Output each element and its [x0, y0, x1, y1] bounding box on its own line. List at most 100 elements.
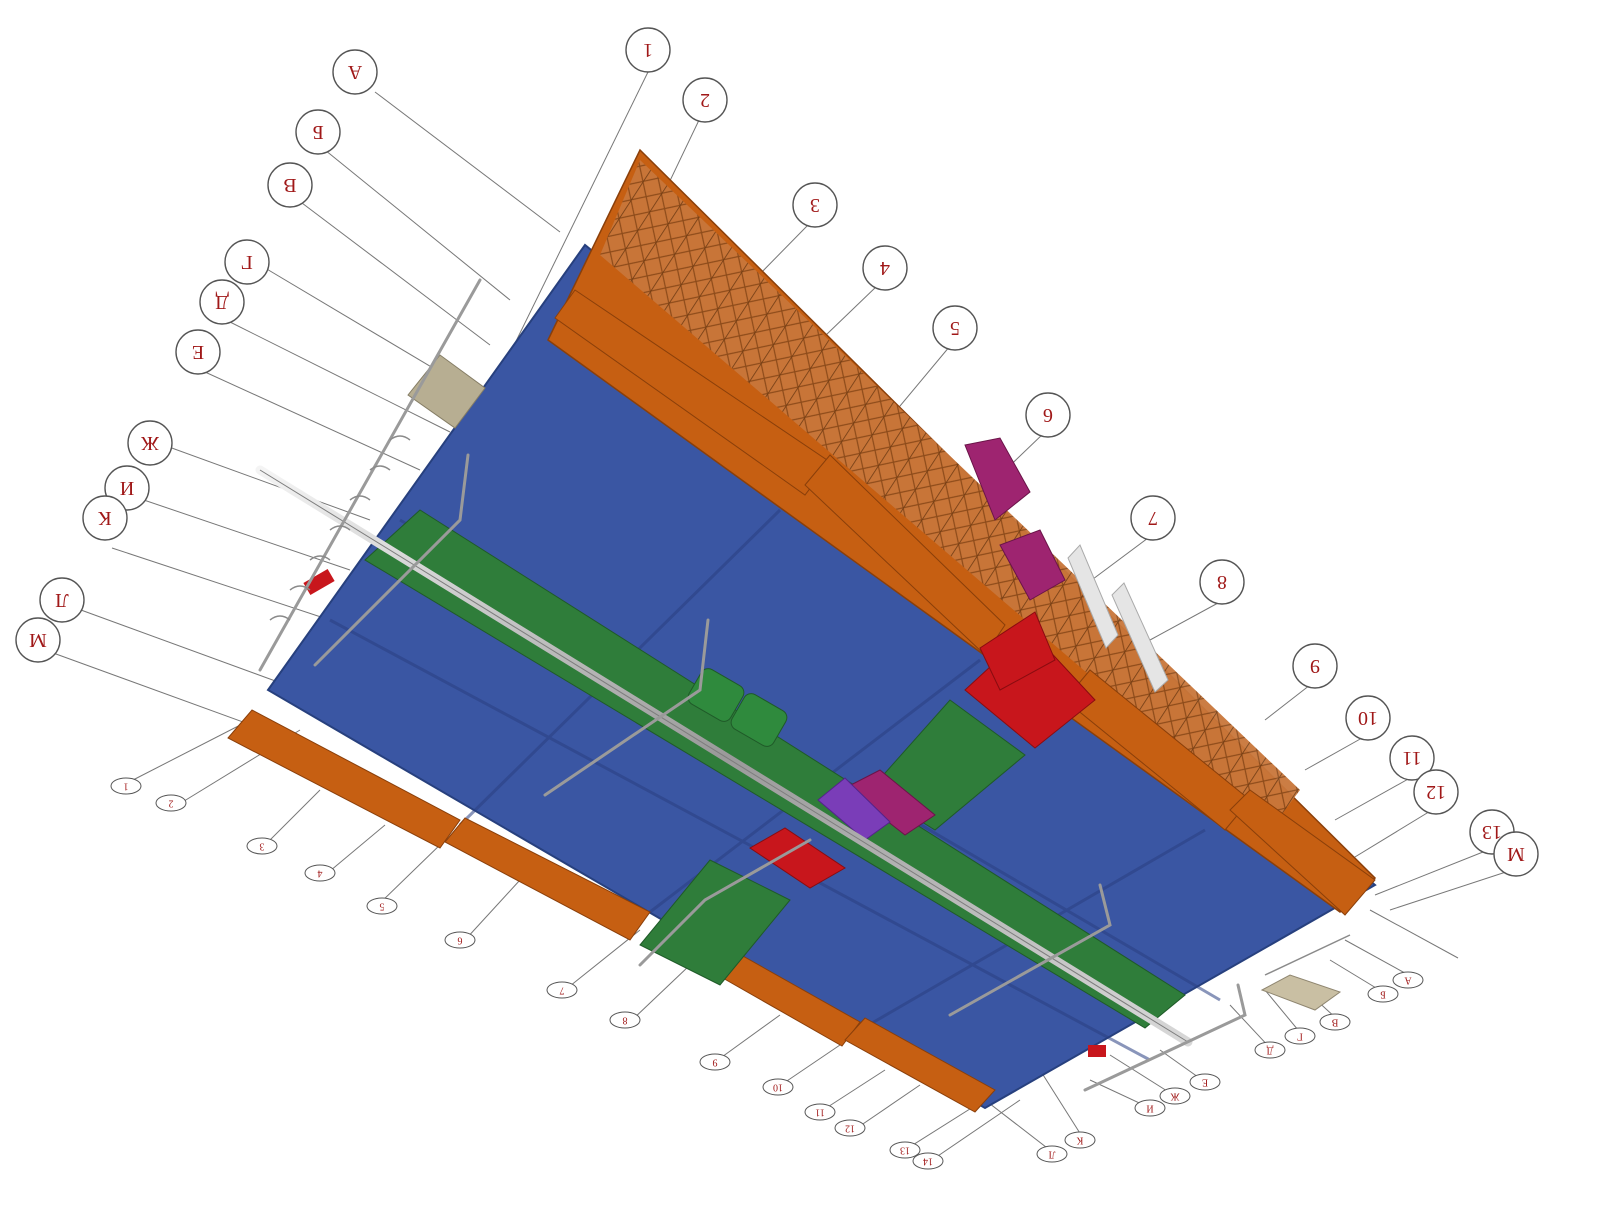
axis-bubble-circle	[332, 49, 378, 95]
axis-bubble-5: Д	[199, 279, 245, 325]
axis-bubble-circle	[224, 239, 270, 285]
tick-bubble-circle	[366, 897, 398, 915]
tick-bubble-circle	[1064, 1131, 1096, 1149]
tick-bubble-circle	[889, 1141, 921, 1159]
tick-bubble-1: 1	[110, 777, 142, 795]
edge-beam-1	[227, 709, 461, 849]
tick-bubble-22: В	[1319, 1013, 1351, 1031]
tick-bubble-23: Б	[1367, 985, 1399, 1003]
axis-bubble-circle	[1345, 695, 1391, 741]
tick-bubble-label: 5	[380, 901, 385, 912]
service-pipes	[258, 278, 1247, 1092]
tick-bubble-label: 12	[845, 1123, 855, 1134]
axis-bubble-circle	[267, 162, 313, 208]
axis-bubble-label: М	[1507, 843, 1525, 865]
axis-bubble-label: Г	[241, 251, 253, 273]
grey-duct-2	[1111, 582, 1169, 693]
axis-bubble-13: 2	[682, 77, 728, 123]
tick-bubble-label: Б	[1380, 989, 1386, 1000]
tick-bubble-19: Е	[1189, 1073, 1221, 1091]
axis-bubble-25: М	[1493, 831, 1539, 877]
axis-bubbles: АБВГДЕЖИКЛМ12345678910111213М12345678910…	[15, 27, 1539, 1170]
tick-bubble-circle	[1319, 1013, 1351, 1031]
axis-bubble-7: Ж	[127, 420, 173, 466]
tick-bubble-circle	[304, 864, 336, 882]
axis-bubble-label: М	[29, 629, 47, 651]
axis-bubble-circle	[127, 420, 173, 466]
tick-bubble-circle	[1367, 985, 1399, 1003]
axis-bubble-label: И	[120, 477, 134, 499]
tick-bubble-label: 1	[124, 781, 129, 792]
tick-bubble-7: 7	[546, 981, 578, 999]
axis-bubble-circle	[295, 109, 341, 155]
axis-bubble-label: 8	[1217, 571, 1227, 593]
axis-bubble-label: 11	[1402, 747, 1421, 769]
tick-bubble-circle	[609, 1011, 641, 1029]
axis-bubble-label: К	[98, 507, 112, 529]
axis-bubble-19: 8	[1199, 559, 1245, 605]
tick-bubble-circle	[1134, 1099, 1166, 1117]
tick-bubble-circle	[699, 1053, 731, 1071]
axis-bubble-15: 4	[862, 245, 908, 291]
axis-bubble-label: 3	[810, 194, 820, 216]
axis-bubble-2: Б	[295, 109, 341, 155]
axis-bubble-label: 9	[1310, 655, 1320, 677]
tick-bubble-4: 4	[304, 864, 336, 882]
grey-duct-1	[1067, 544, 1119, 649]
tick-bubble-12: 12	[834, 1119, 866, 1137]
tick-bubble-circle	[546, 981, 578, 999]
tick-bubble-17: И	[1134, 1099, 1166, 1117]
axis-bubble-10: Л	[39, 577, 85, 623]
axis-bubble-label: 13	[1482, 821, 1502, 843]
axis-bubble-1: А	[332, 49, 378, 95]
axis-bubble-6: Е	[175, 329, 221, 375]
axis-bubble-label: Д	[215, 291, 229, 313]
axis-bubble-label: 12	[1426, 781, 1446, 803]
tick-bubble-label: К	[1076, 1135, 1083, 1146]
girder-2	[804, 454, 1006, 656]
building-model	[227, 148, 1377, 1113]
axis-bubble-16: 5	[932, 305, 978, 351]
axis-bubble-label: 1	[643, 39, 653, 61]
axis-bubble-11: М	[15, 617, 61, 663]
tick-bubble-circle	[110, 777, 142, 795]
axis-bubble-12: 1	[625, 27, 671, 73]
tick-bubble-label: 8	[623, 1015, 628, 1026]
tick-bubble-label: 9	[713, 1057, 718, 1068]
tick-bubble-15: Л	[1036, 1145, 1068, 1163]
tick-bubble-9: 9	[699, 1053, 731, 1071]
axis-bubble-circle	[625, 27, 671, 73]
tick-bubble-6: 6	[444, 931, 476, 949]
red-box-small	[1088, 1045, 1106, 1057]
tick-bubble-circle	[804, 1103, 836, 1121]
tick-bubble-circle	[1284, 1027, 1316, 1045]
magenta-duct-upper	[964, 437, 1031, 521]
tick-bubble-16: К	[1064, 1131, 1096, 1149]
axis-bubble-circle	[1413, 769, 1459, 815]
tick-bubble-label: 4	[318, 868, 323, 879]
axis-bubble-circle	[1389, 735, 1435, 781]
axis-bubble-label: 4	[880, 257, 890, 279]
tick-bubble-label: Г	[1297, 1031, 1303, 1042]
axis-bubble-label: 2	[700, 89, 710, 111]
tick-bubble-circle	[1392, 971, 1424, 989]
tick-bubble-14: 14	[912, 1152, 944, 1170]
axis-bubble-circle	[175, 329, 221, 375]
axis-bubble-23: 12	[1413, 769, 1459, 815]
tick-bubble-label: И	[1146, 1103, 1153, 1114]
axis-bubble-circle	[682, 77, 728, 123]
axis-bubble-label: 7	[1148, 507, 1158, 529]
axis-bubble-circle	[15, 617, 61, 663]
tick-bubble-circle	[1036, 1145, 1068, 1163]
axis-bubble-label: Л	[55, 589, 69, 611]
tick-bubble-label: 14	[923, 1156, 933, 1167]
axis-bubble-3: В	[267, 162, 313, 208]
railings	[269, 435, 1351, 976]
axis-bubble-label: Ж	[141, 432, 159, 454]
tick-bubble-label: 11	[815, 1107, 825, 1118]
green-duct-branch	[639, 859, 791, 986]
axis-bubble-20: 9	[1292, 643, 1338, 689]
axis-bubble-circle	[1292, 643, 1338, 689]
axis-bubble-label: Б	[312, 121, 323, 143]
